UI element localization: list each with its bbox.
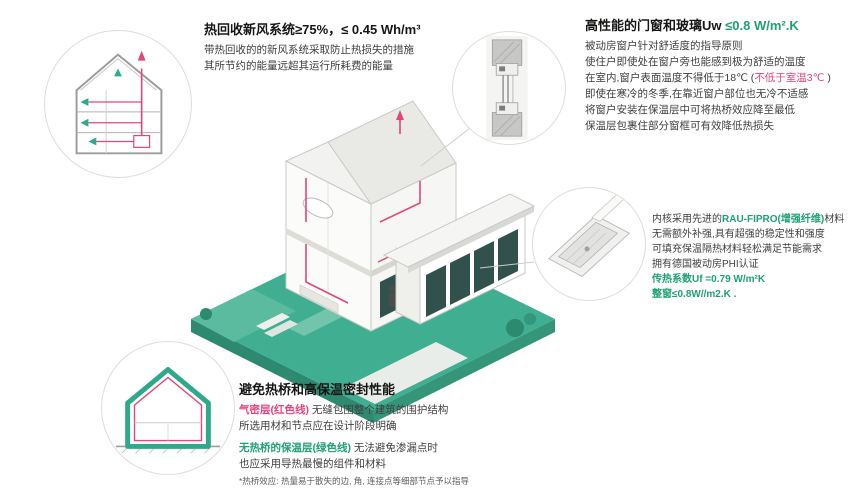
- ventilation-section-illustration: [75, 50, 163, 155]
- insulation-layer-label: 无热桥的保温层(绿色线): [239, 442, 351, 454]
- insulation-layer-rest: 无法避免渗漏点时: [351, 442, 438, 454]
- insulation-layer-line2: 也应采用导热最慢的组件和材料: [239, 458, 386, 470]
- window-profile-callout: [532, 187, 646, 301]
- window-line1: 被动房窗户针对舒适度的指导原则: [585, 40, 743, 52]
- thermal-bridge-title: 避免热桥和高保温密封性能: [239, 382, 396, 397]
- heat-recovery-callout: [44, 30, 192, 178]
- terrace-landscaping: [191, 289, 536, 404]
- heat-recovery-line1: 带热回收的的新风系统采取防止热损失的措施: [204, 44, 414, 56]
- airtight-layer-line2: 所选用材和节点应在设计阶段明确: [239, 420, 397, 432]
- window-glass-title-value: ≤0.8 W/m².K: [725, 18, 799, 33]
- profile-line1-post: 材料: [824, 214, 845, 225]
- heat-recovery-text-block: 热回收新风系统≥75%，≤ 0.45 Wh/m³ 带热回收的的新风系统采取防止热…: [204, 19, 421, 74]
- window-line3-post: ): [824, 72, 831, 84]
- main-volume-cutaway: [284, 100, 457, 332]
- thermal-envelope-illustration: [115, 367, 221, 454]
- profile-line1-pre: 内核采用先进的: [652, 214, 722, 225]
- window-line2: 使住户即使处在窗户旁也能感到极为舒适的温度: [585, 56, 806, 68]
- thermal-envelope-callout: [101, 341, 235, 475]
- insulation-layer-line1: 无热桥的保温层(绿色线) 无法避免渗漏点时: [239, 440, 469, 456]
- person-figure: [388, 284, 396, 307]
- profile-uw-value: 整窗≤0.8W//m2.K .: [652, 289, 737, 300]
- window-section-illustration: [486, 35, 528, 141]
- window-line5: 将窗户安装在保温层中可将热桥效应降至最低: [585, 104, 795, 116]
- profile-line1: 内核采用先进的RAU-FIPRO(增强纤维)材料: [652, 212, 844, 227]
- profile-line4: 拥有德国被动房PHI认证: [652, 259, 759, 270]
- passive-house-cutaway-illustration: [191, 100, 555, 423]
- window-line4: 即使在寒冷的冬季,在靠近窗户部位也无冷不适感: [585, 88, 809, 100]
- flat-roof-wing: [382, 193, 536, 325]
- window-line3-pre: 在室内,窗户表面温度不得低于18℃ (: [585, 72, 755, 84]
- heat-recovery-title: 热回收新风系统≥75%，≤ 0.45 Wh/m³: [204, 22, 421, 37]
- window-line3: 在室内,窗户表面温度不得低于18℃ (不低于室温3℃ ): [585, 70, 831, 86]
- profile-line2: 无需额外补强,具有超强的稳定性和强度: [652, 229, 825, 240]
- airtight-layer-line1: 气密层(红色线) 无缝包围整个建筑的围护结构: [239, 402, 469, 418]
- profile-line3: 可填充保温隔热材料轻松满足节能需求: [652, 244, 822, 255]
- window-glass-title: 高性能的门窗和玻璃Uw ≤0.8 W/m².K: [585, 15, 831, 34]
- airtight-layer-rest: 无缝包围整个建筑的围护结构: [309, 404, 449, 416]
- heat-recovery-line2: 其所节约的能量远超其运行所耗费的能量: [204, 60, 393, 72]
- profile-line1-material: RAU-FIPRO(增强纤维): [722, 214, 825, 225]
- thermal-bridge-text-block: 避免热桥和高保温密封性能 气密层(红色线) 无缝包围整个建筑的围护结构 所选用材…: [239, 379, 469, 488]
- profile-uf-value: 传热系数Uf =0.79 W/m²K: [652, 274, 766, 285]
- airtight-layer-label: 气密层(红色线): [239, 404, 309, 416]
- frame-material-text-block: 内核采用先进的RAU-FIPRO(增强纤维)材料 无需额外补强,具有超强的稳定性…: [652, 212, 844, 302]
- window-line6: 保温层包裹住部分窗框可有效降低热损失: [585, 120, 774, 132]
- window-glass-text-block: 高性能的门窗和玻璃Uw ≤0.8 W/m².K 被动房窗户针对舒适度的指导原则 …: [585, 15, 831, 134]
- window-glass-title-text: 高性能的门窗和玻璃Uw: [585, 18, 726, 33]
- window-section-callout: [452, 31, 566, 145]
- window-line3-red: 不低于室温3℃: [754, 72, 825, 84]
- thermal-bridge-footnote: *热桥效应: 热量易于散失的边, 角, 连接点等细部节点予以指导: [239, 476, 469, 486]
- frame-profile-illustration: [547, 193, 631, 278]
